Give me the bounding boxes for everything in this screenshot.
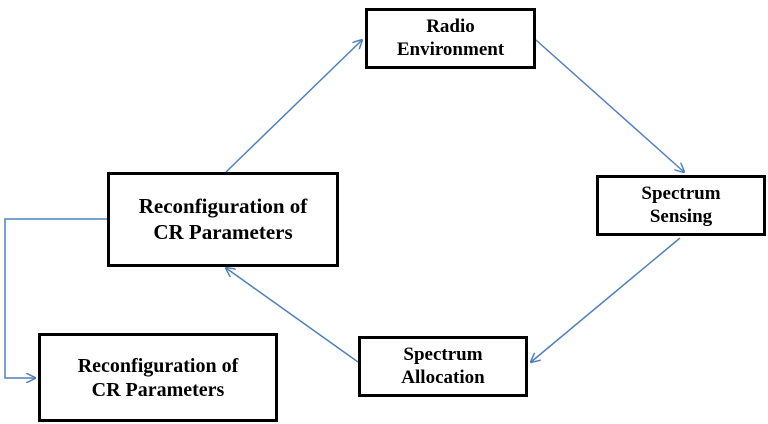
arrow-sensing-to-allocation: [531, 237, 681, 362]
spectrum-sensing-label: Spectrum Sensing: [641, 182, 721, 227]
arrow-reconfiguration-to-output: [4, 218, 107, 378]
reconfiguration-output-label: Reconfiguration of CR Parameters: [77, 354, 239, 401]
reconfiguration-output-node: Reconfiguration of CR Parameters: [38, 333, 278, 422]
spectrum-allocation-label: Spectrum Allocation: [401, 343, 485, 388]
spectrum-sensing-node: Spectrum Sensing: [596, 175, 766, 236]
arrow-allocation-to-reconfiguration: [226, 268, 359, 363]
spectrum-allocation-node: Spectrum Allocation: [358, 336, 528, 397]
arrow-reconfiguration-to-radio: [225, 40, 362, 173]
reconfiguration-label: Reconfiguration of CR Parameters: [138, 194, 308, 244]
reconfiguration-node: Reconfiguration of CR Parameters: [107, 172, 339, 267]
arrow-radio-to-sensing: [535, 39, 684, 172]
radio-environment-label: Radio Environment: [396, 15, 505, 60]
radio-environment-node: Radio Environment: [365, 8, 536, 69]
